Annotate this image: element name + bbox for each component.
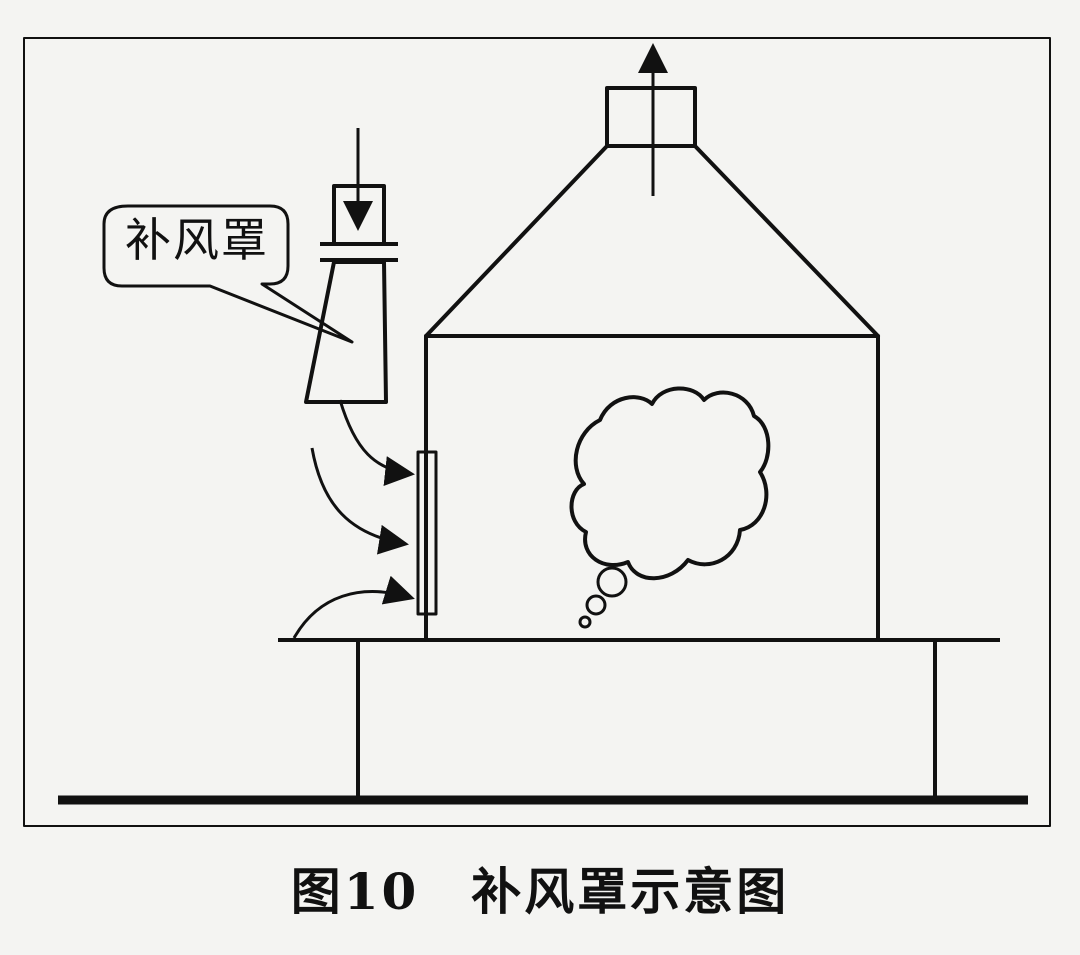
makeup-air-hood [304, 260, 388, 404]
supply-flow-arrow [338, 399, 415, 486]
room-air-arrow [310, 447, 409, 555]
fume-hood-body [424, 334, 880, 642]
sash-window [416, 450, 438, 616]
fume-cloud [569, 386, 771, 581]
fume-bubble-3 [578, 615, 592, 629]
caption-figure-number: 图10 [290, 862, 420, 921]
fume-bubble-1 [596, 566, 628, 598]
figure-caption: 图10 补风罩示意图 [0, 852, 1080, 924]
diagram-frame [23, 37, 1051, 827]
fume-bubble-2 [585, 594, 607, 616]
callout-bubble [102, 204, 354, 344]
caption-title: 补风罩示意图 [471, 862, 790, 921]
exhaust-duct [605, 86, 697, 148]
callout-label: 补风罩 [125, 213, 269, 267]
bench-air-arrow [292, 575, 415, 639]
